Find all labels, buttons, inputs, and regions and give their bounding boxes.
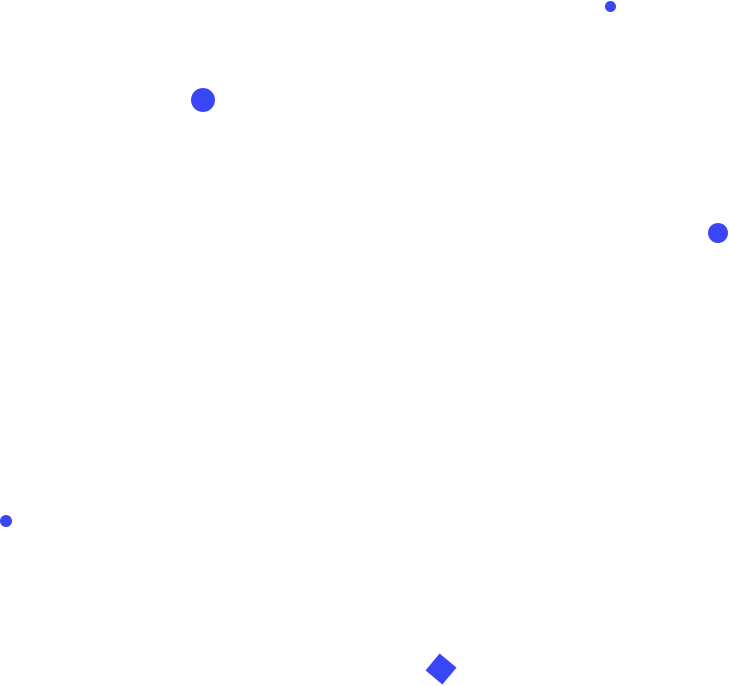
large-circle [191,88,215,112]
diamond-shape [425,653,457,685]
medium-circle [708,223,728,243]
small-circle [605,1,616,12]
small-circle [0,515,12,527]
